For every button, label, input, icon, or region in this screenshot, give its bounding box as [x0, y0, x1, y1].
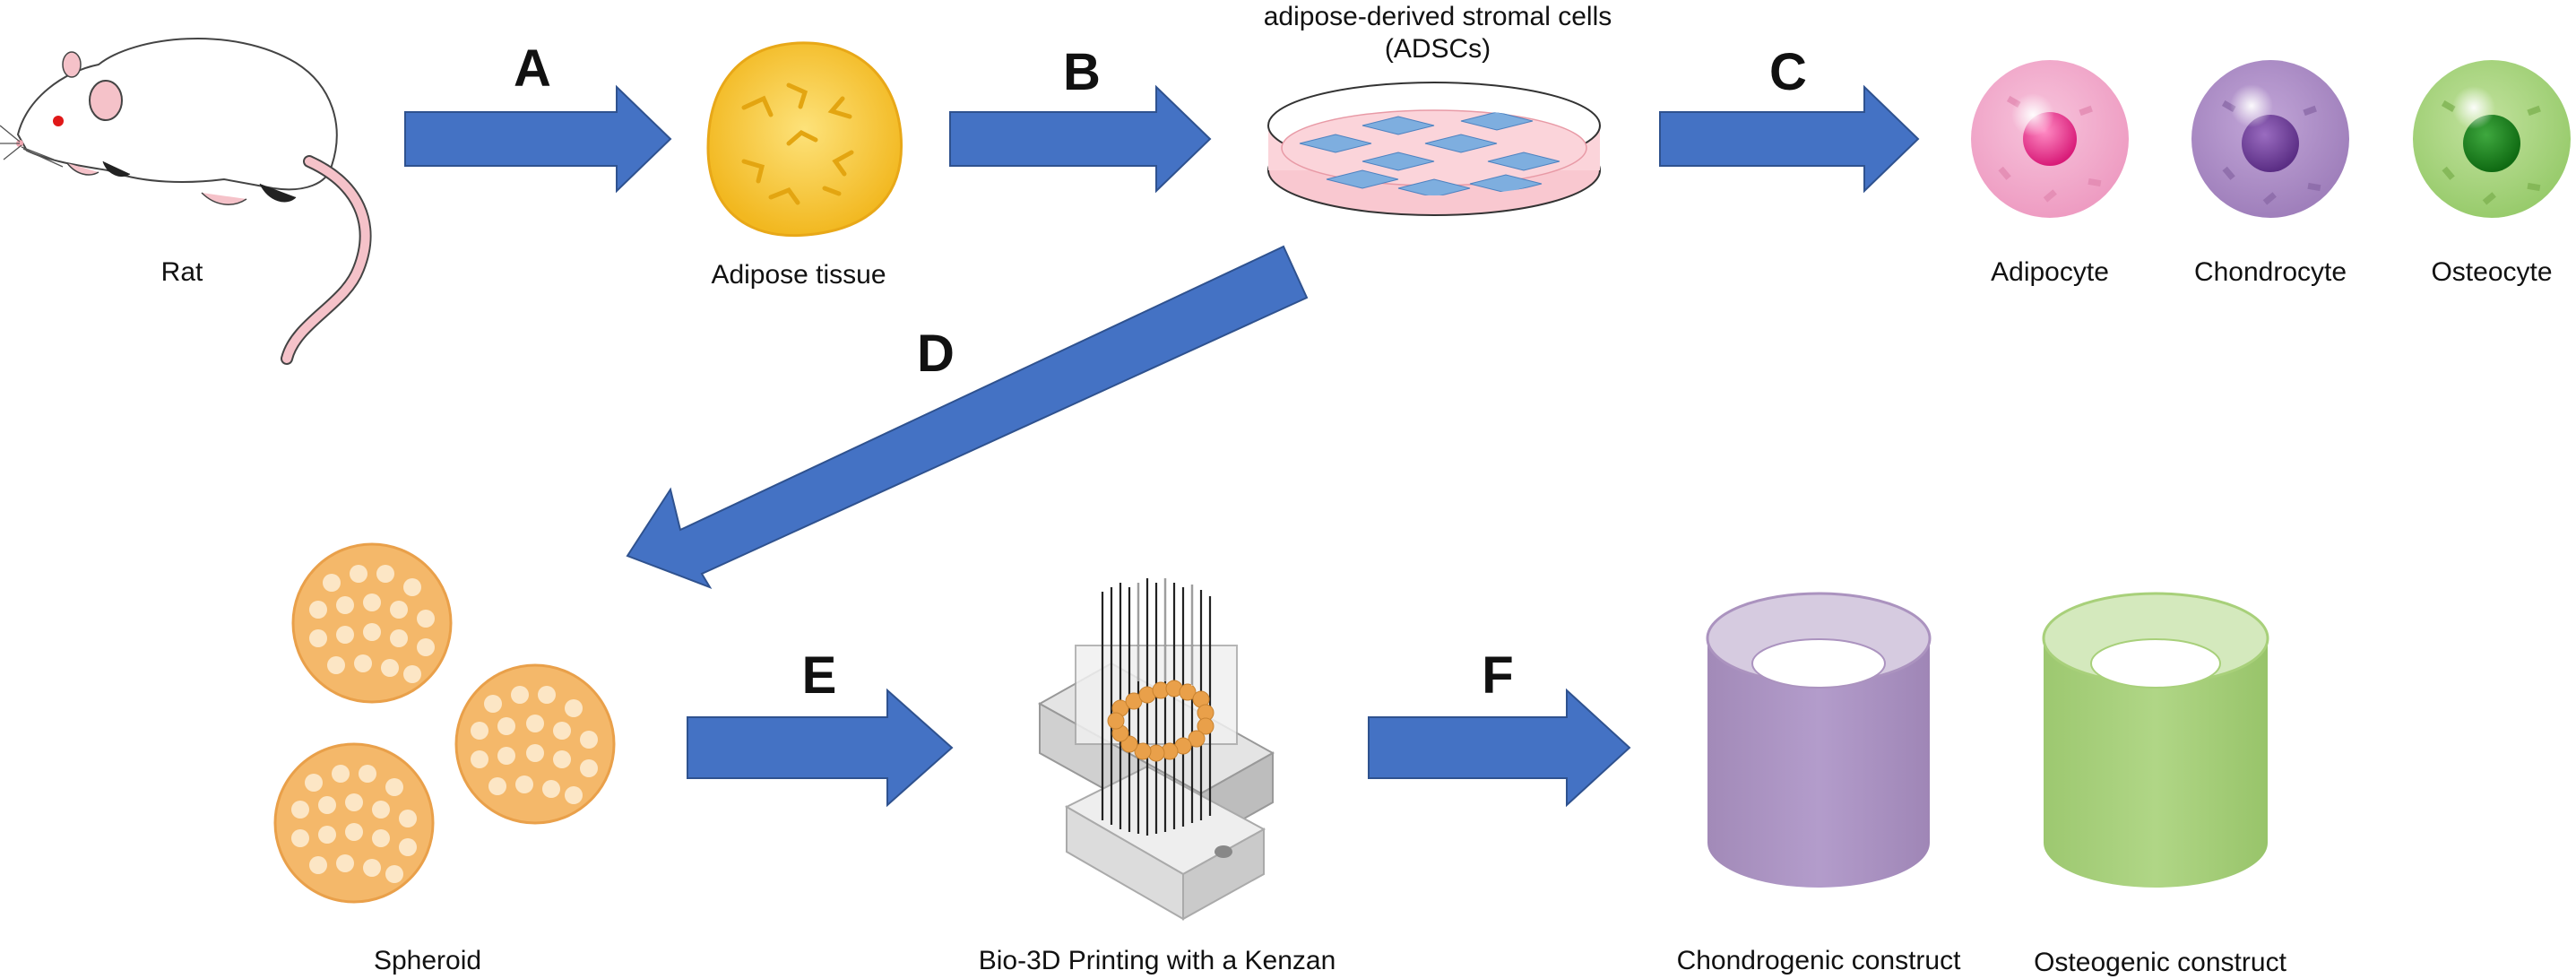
spheroid-cluster: [273, 542, 616, 904]
arrow-b: [949, 84, 1212, 194]
arrow-c: [1659, 84, 1920, 194]
spheroid-2: [454, 663, 616, 825]
caption-rat: Rat: [161, 257, 203, 287]
petri-dish-adscs: [1267, 82, 1601, 216]
step-label-d: D: [917, 325, 955, 383]
caption-osteogenic-construct: Osteogenic construct: [2034, 948, 2286, 977]
caption-chondrogenic-construct: Chondrogenic construct: [1677, 946, 1962, 975]
caption-osteocyte: Osteocyte: [2431, 257, 2552, 287]
caption-adipose-tissue: Adipose tissue: [711, 260, 886, 290]
adipose-tissue-illustration: [706, 41, 903, 238]
adipocyte-cell: [1971, 60, 2129, 218]
caption-adipocyte: Adipocyte: [1991, 257, 2109, 287]
caption-bio3d-printing: Bio-3D Printing with a Kenzan: [979, 946, 1336, 975]
arrow-a: [404, 84, 672, 194]
spheroid-3: [273, 742, 435, 904]
caption-spheroid: Spheroid: [374, 946, 481, 975]
step-label-f: F: [1482, 646, 1513, 705]
osteocyte-cell: [2413, 60, 2571, 218]
arrow-d: [626, 245, 1309, 589]
arrow-f: [1368, 688, 1631, 808]
rat-illustration: [0, 38, 372, 365]
osteogenic-construct-cylinder: [2042, 592, 2269, 888]
caption-adscs-line2: (ADSCs): [1385, 34, 1491, 64]
step-label-b: B: [1063, 43, 1101, 101]
chondrogenic-construct-cylinder: [1706, 592, 1932, 888]
step-label-a: A: [514, 39, 551, 98]
chondrocyte-cell: [2191, 60, 2349, 218]
arrow-e: [687, 688, 954, 808]
caption-adscs-line1: adipose-derived stromal cells: [1264, 2, 1612, 31]
spheroid-1: [291, 542, 453, 704]
kenzan-printer-illustration: [1037, 578, 1275, 921]
step-label-c: C: [1769, 43, 1807, 101]
step-label-e: E: [802, 646, 837, 705]
caption-chondrocyte: Chondrocyte: [2194, 257, 2347, 287]
